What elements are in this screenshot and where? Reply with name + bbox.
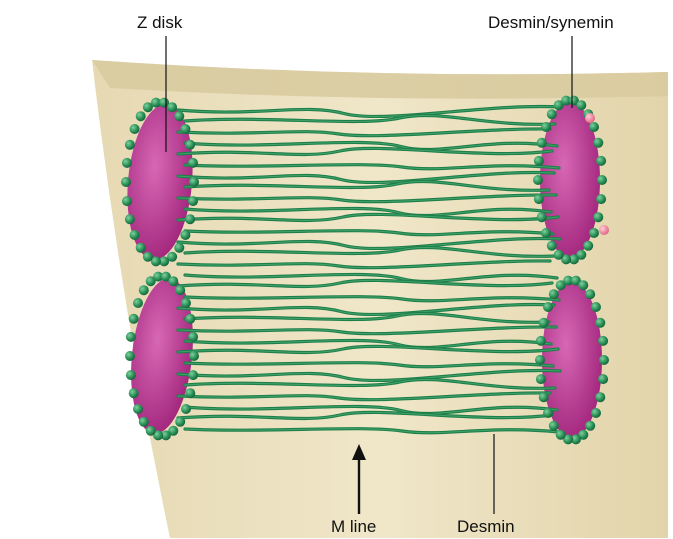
desmin-bead xyxy=(549,289,559,299)
desmin-bead xyxy=(536,374,546,384)
desmin-bead xyxy=(146,426,156,436)
desmin-bead xyxy=(591,302,601,312)
desmin-bead xyxy=(543,302,553,312)
desmin-bead xyxy=(175,285,185,295)
desmin-bead xyxy=(133,404,143,414)
desmin-bead xyxy=(549,421,559,431)
desmin-bead xyxy=(136,243,146,253)
desmin-bead xyxy=(130,124,140,134)
desmin-bead xyxy=(598,374,608,384)
desmin-bead xyxy=(556,430,566,440)
desmin-bead xyxy=(534,194,544,204)
synemin-bead xyxy=(599,225,609,235)
desmin-bead xyxy=(539,318,549,328)
desmin-bead xyxy=(180,124,190,134)
desmin-bead xyxy=(188,332,198,342)
desmin-bead xyxy=(596,156,606,166)
desmin-bead xyxy=(535,355,545,365)
desmin-bead xyxy=(185,140,195,150)
desmin-bead xyxy=(126,332,136,342)
desmin-bead xyxy=(181,404,191,414)
desmin-bead xyxy=(585,289,595,299)
desmin-bead xyxy=(554,250,564,260)
desmin-bead xyxy=(125,351,135,361)
desmin-bead xyxy=(536,336,546,346)
desmin-bead xyxy=(130,230,140,240)
desmin-bead xyxy=(122,196,132,206)
synemin-bead xyxy=(585,113,595,123)
desmin-bead xyxy=(167,102,177,112)
desmin-bead xyxy=(188,370,198,380)
desmin-bead xyxy=(125,140,135,150)
desmin-bead xyxy=(541,228,551,238)
desmin-bead xyxy=(136,111,146,121)
desmin-bead xyxy=(180,230,190,240)
desmin-bead xyxy=(537,138,547,148)
desmin-bead xyxy=(576,100,586,110)
desmin-bead xyxy=(595,318,605,328)
desmin-bead xyxy=(168,276,178,286)
desmin-bead xyxy=(596,194,606,204)
desmin-bead xyxy=(126,370,136,380)
desmin-bead xyxy=(129,388,139,398)
m-line-label: M line xyxy=(331,517,376,537)
desmin-bead xyxy=(593,212,603,222)
desmin-bead xyxy=(188,196,198,206)
desmin-bead xyxy=(547,241,557,251)
desmin-bead xyxy=(591,408,601,418)
desmin-bead xyxy=(533,175,543,185)
desmin-bead xyxy=(174,111,184,121)
desmin-bead xyxy=(543,408,553,418)
desmin-bead xyxy=(539,392,549,402)
desmin-bead xyxy=(175,417,185,427)
desmin-bead xyxy=(181,298,191,308)
desmin-bead xyxy=(139,417,149,427)
desmin-bead xyxy=(188,158,198,168)
desmin-bead xyxy=(129,314,139,324)
desmin-bead xyxy=(537,212,547,222)
desmin-bead xyxy=(589,122,599,132)
desmin-bead xyxy=(598,336,608,346)
z-disk-label: Z disk xyxy=(137,13,182,33)
desmin-bead xyxy=(185,214,195,224)
desmin-bead xyxy=(578,280,588,290)
desmin-bead xyxy=(593,138,603,148)
desmin-bead xyxy=(121,177,131,187)
desmin-label: Desmin xyxy=(457,517,515,537)
desmin-bead xyxy=(589,228,599,238)
desmin-bead xyxy=(143,252,153,262)
desmin-bead xyxy=(189,177,199,187)
desmin-bead xyxy=(534,156,544,166)
desmin-bead xyxy=(185,388,195,398)
desmin-bead xyxy=(133,298,143,308)
desmin-bead xyxy=(139,285,149,295)
desmin-bead xyxy=(174,243,184,253)
desmin-bead xyxy=(597,175,607,185)
desmin-bead xyxy=(185,314,195,324)
desmin-bead xyxy=(599,355,609,365)
desmin-bead xyxy=(189,351,199,361)
desmin-bead xyxy=(541,122,551,132)
desmin-bead xyxy=(583,241,593,251)
desmin-bead xyxy=(595,392,605,402)
desmin-synemin-label: Desmin/synemin xyxy=(488,13,614,33)
desmin-bead xyxy=(125,214,135,224)
desmin-bead xyxy=(122,158,132,168)
desmin-bead xyxy=(585,421,595,431)
desmin-bead xyxy=(547,109,557,119)
